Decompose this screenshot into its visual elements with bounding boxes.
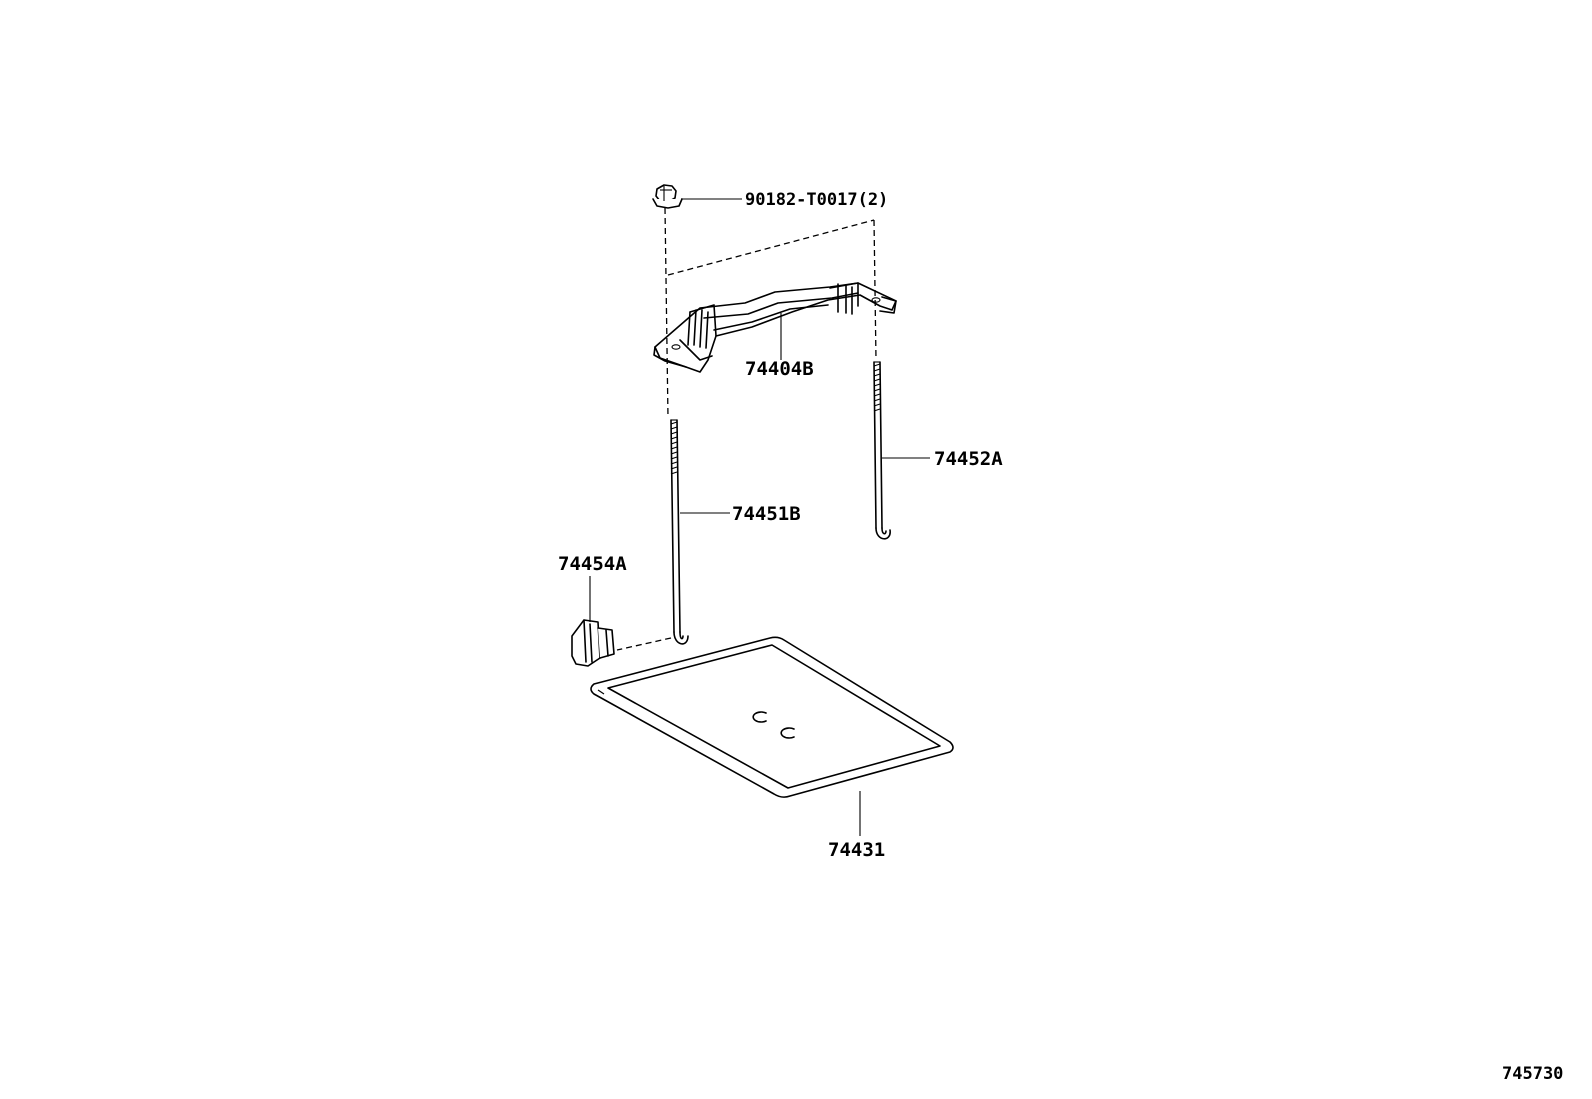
rod-right-part-number: 74452A (934, 448, 1003, 470)
nut-part-number: 90182-T0017(2) (745, 190, 888, 210)
battery-tray (590, 636, 954, 798)
diagram-reference-number: 745730 (1502, 1064, 1563, 1084)
clamp-part-number: 74404B (745, 358, 814, 380)
rod-left-part-number: 74451B (732, 503, 801, 525)
clip-part-number: 74454A (558, 553, 627, 575)
battery-clamp (653, 282, 897, 373)
battery-clip (571, 619, 615, 667)
hold-down-rod-right (873, 361, 891, 540)
hex-nut (652, 184, 683, 209)
assembly-dashed-lines (616, 207, 877, 651)
hold-down-rod-left (670, 419, 689, 645)
tray-part-number: 74431 (828, 839, 885, 861)
